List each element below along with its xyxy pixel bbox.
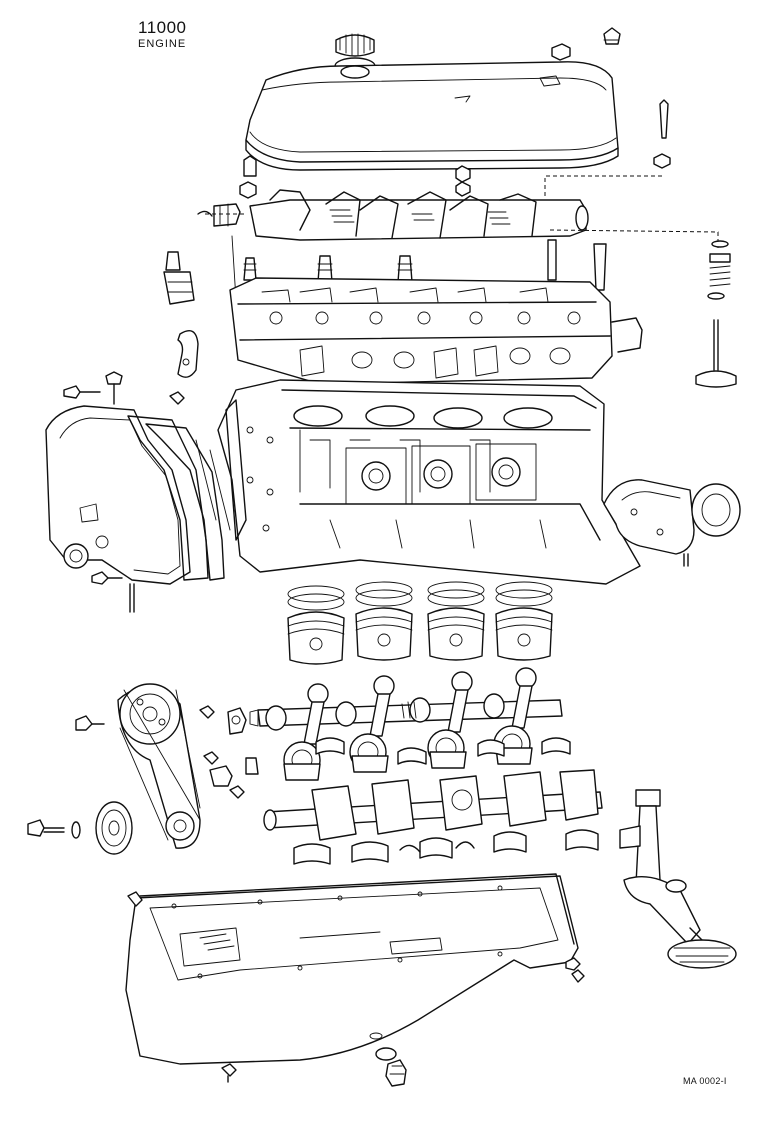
lower-main-bearings xyxy=(293,829,599,865)
cylinder-head-cover xyxy=(245,61,619,171)
part-number-label: 11000 xyxy=(138,18,187,37)
ignition-part xyxy=(163,251,195,305)
piston-3 xyxy=(427,581,485,661)
upper-main-bearings xyxy=(315,737,571,765)
spark-plugs xyxy=(231,235,607,301)
cylinder-head xyxy=(229,277,643,385)
connecting-rods xyxy=(283,667,537,781)
piston-2 xyxy=(355,581,413,661)
timing-cover-gaskets xyxy=(127,415,231,581)
figure-code-label: MA 0002-I xyxy=(683,1076,727,1086)
valve-assembly xyxy=(695,240,737,388)
piston-4 xyxy=(495,581,553,661)
rocker-arm-assembly xyxy=(197,189,589,241)
crankshaft xyxy=(263,769,603,841)
oil-pan xyxy=(125,873,579,1065)
front-cover-bolts xyxy=(63,371,185,613)
cover-fasteners xyxy=(239,27,671,199)
part-name-label: ENGINE xyxy=(138,38,187,50)
oil-pump xyxy=(619,789,737,969)
timing-gear-and-chain xyxy=(117,683,201,849)
rear-oil-seal-retainer xyxy=(603,479,741,567)
chain-tensioner-parts xyxy=(75,705,259,799)
drain-plug xyxy=(375,1047,407,1087)
engine-hanger xyxy=(177,330,199,378)
piston-1 xyxy=(287,585,345,665)
pistons xyxy=(287,581,553,665)
cylinder-block xyxy=(217,379,641,585)
timing-chain-cover xyxy=(45,405,191,585)
oil-pan-fasteners xyxy=(127,891,585,1083)
crank-pulley xyxy=(27,801,133,855)
